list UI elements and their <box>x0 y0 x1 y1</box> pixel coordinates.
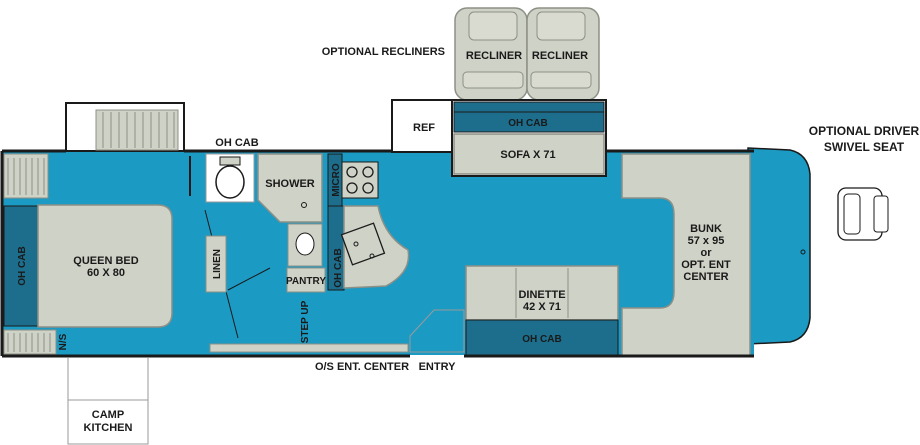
shower-drain-icon <box>301 202 307 208</box>
queen-bed-label-1: QUEEN BED <box>73 255 138 267</box>
entry-label: ENTRY <box>419 361 457 373</box>
pantry-label: PANTRY <box>286 276 326 287</box>
dinette-label-1: DINETTE <box>518 289 565 301</box>
nightstand-bottom <box>3 329 57 355</box>
oh-cab-sofa-label: OH CAB <box>508 118 547 129</box>
bunk-label-5: CENTER <box>683 271 728 283</box>
toilet-icon <box>215 165 245 199</box>
bunk-label-3: or <box>701 247 713 259</box>
driver-seat-icon <box>837 187 889 241</box>
step-up-label: STEP UP <box>300 300 311 343</box>
oh-cab-top-label: OH CAB <box>215 137 258 149</box>
camp-kitchen <box>67 358 149 445</box>
recliner-left-label: RECLINER <box>466 50 522 62</box>
linen-label: LINEN <box>212 249 223 279</box>
entry-step <box>409 309 465 353</box>
oh-cab-left-label: OH CAB <box>17 246 28 285</box>
queen-bed-label-2: 60 X 80 <box>87 267 125 279</box>
micro-label: MICRO <box>331 163 342 197</box>
oh-cab-left-shape <box>3 205 39 327</box>
oh-cab-dinette-shape <box>465 319 619 357</box>
bunk-label-4: OPT. ENT <box>681 259 731 271</box>
sofa-label: SOFA X 71 <box>500 149 555 161</box>
oh-cab-kitchen-label: OH CAB <box>333 248 344 287</box>
oh-cab-dinette-label: OH CAB <box>522 334 561 345</box>
shower-label: SHOWER <box>265 178 315 190</box>
dinette-shape <box>465 265 619 321</box>
ref-label: REF <box>413 122 435 134</box>
os-ent-center-label: O/S ENT. CENTER <box>315 361 409 373</box>
bath-sink-icon <box>295 232 315 256</box>
camp-kitchen-label-1: CAMP <box>92 409 124 421</box>
pantry-shape <box>286 267 326 293</box>
recliner-right-label: RECLINER <box>532 50 588 62</box>
queen-bed-shape <box>37 204 173 328</box>
optional-driver-label-2: SWIVEL SEAT <box>824 140 905 154</box>
optional-driver-label-1: OPTIONAL DRIVER <box>809 124 920 138</box>
stove-shape <box>341 161 379 199</box>
optional-recliners-label: OPTIONAL RECLINERS <box>322 46 445 58</box>
optional-recliners: RECLINER RECLINER <box>454 7 600 101</box>
dinette-label-2: 42 X 71 <box>523 301 561 313</box>
sofa-shape <box>453 133 605 175</box>
burner-icons <box>346 166 374 194</box>
os-ent-center-shape <box>209 343 409 353</box>
bunk-label-1: BUNK <box>690 223 722 235</box>
linen-shape <box>205 235 227 293</box>
ns-label: N/S <box>58 333 69 350</box>
exterior-walls <box>0 149 754 358</box>
bunk-label-2: 57 x 95 <box>688 235 725 247</box>
cab-shape <box>747 147 811 345</box>
bunk-shape <box>621 153 751 357</box>
camp-kitchen-label-2: KITCHEN <box>84 422 133 434</box>
ref-shape <box>391 99 453 153</box>
wardrobe <box>95 109 179 151</box>
